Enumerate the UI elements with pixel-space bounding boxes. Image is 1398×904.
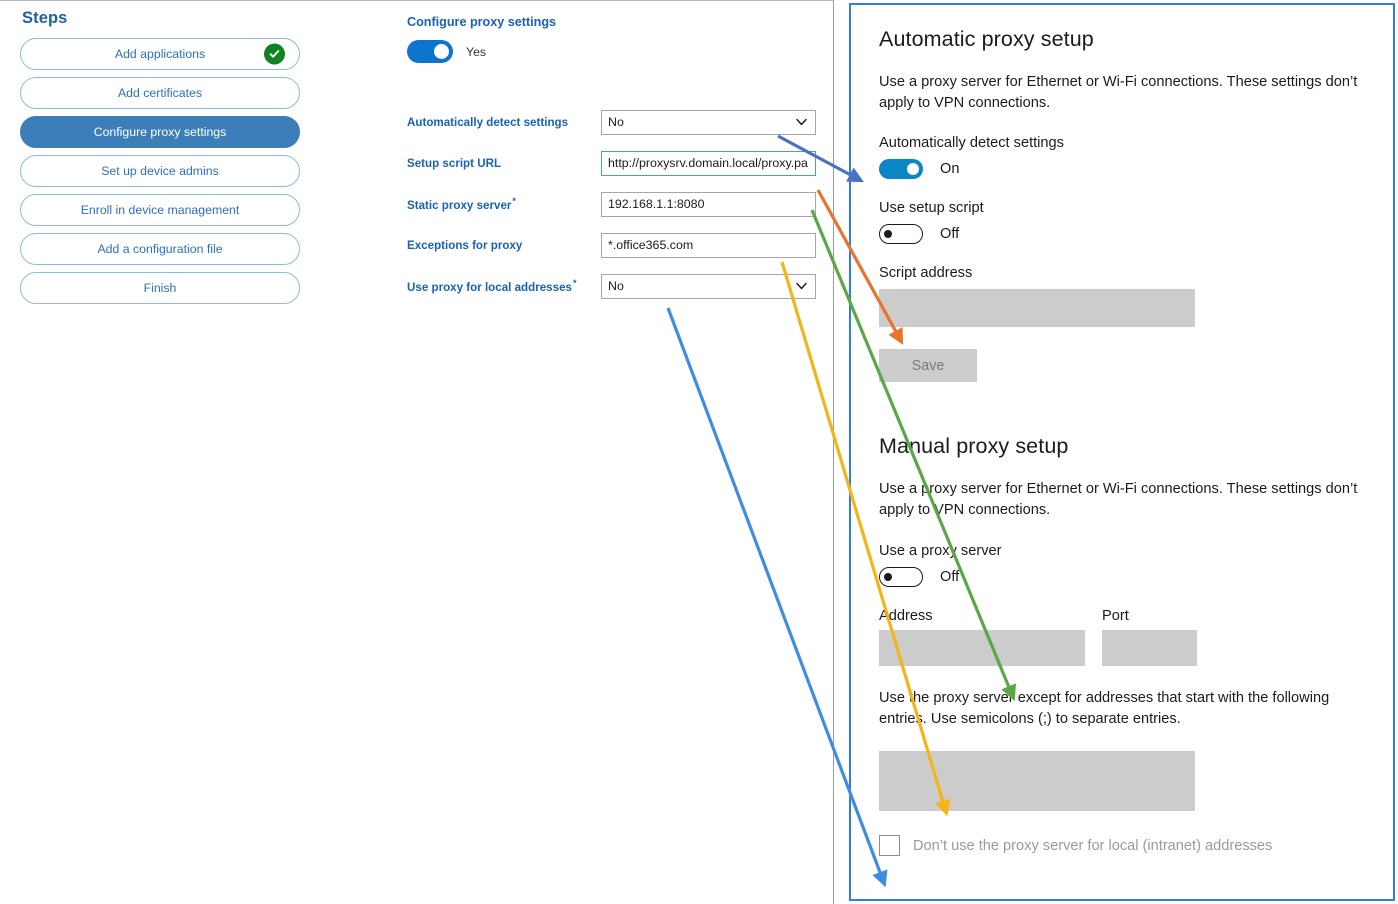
manual-proxy-setup-description: Use a proxy server for Ethernet or Wi-Fi… xyxy=(879,481,1358,519)
use-setup-script-toggle[interactable] xyxy=(879,224,923,245)
field-label-text: Exceptions for proxy xyxy=(407,238,523,252)
steps-panel: Steps Add applications Add certificates … xyxy=(20,9,302,311)
field-label: Use proxy for local addresses* xyxy=(407,278,601,294)
address-label: Address xyxy=(879,607,933,624)
step-label: Add applications xyxy=(114,47,206,61)
input-value: *.office365.com xyxy=(608,238,694,252)
steps-title: Steps xyxy=(22,9,68,27)
automatic-proxy-setup-description: Use a proxy server for Ethernet or Wi-Fi… xyxy=(879,74,1358,111)
select-value: No xyxy=(608,279,624,293)
automatically-detect-settings-toggle[interactable] xyxy=(879,159,923,180)
step-configure-proxy-settings[interactable]: Configure proxy settings xyxy=(20,116,300,148)
port-label: Port xyxy=(1102,607,1129,624)
use-a-proxy-server-toggle[interactable] xyxy=(879,566,923,587)
field-label: Static proxy server* xyxy=(407,196,601,212)
chevron-down-icon xyxy=(795,116,808,129)
address-port-row: Address Port xyxy=(879,608,1363,666)
step-label: Configure proxy settings xyxy=(93,125,227,139)
field-label-text: Setup script URL xyxy=(407,156,502,170)
manual-proxy-setup-heading: Manual proxy setup xyxy=(879,434,1069,459)
use-setup-script-state: Off xyxy=(940,226,960,243)
required-asterisk: * xyxy=(572,278,577,289)
field-label-text: Automatically detect settings xyxy=(407,115,569,129)
windows-proxy-settings-panel: Automatic proxy setup Use a proxy server… xyxy=(849,3,1395,901)
automatically-detect-settings-label: Automatically detect settings xyxy=(879,135,1064,152)
configure-proxy-toggle-row: Yes xyxy=(407,40,827,63)
step-add-certificates[interactable]: Add certificates xyxy=(20,77,300,109)
step-label: Add certificates xyxy=(117,86,203,100)
required-asterisk: * xyxy=(512,196,516,207)
script-address-label: Script address xyxy=(879,265,973,282)
script-address-input[interactable] xyxy=(879,289,1195,328)
use-a-proxy-server-toggle-row: Off xyxy=(879,566,1363,587)
automatic-proxy-setup-heading: Automatic proxy setup xyxy=(879,27,1094,51)
step-label: Finish xyxy=(143,281,177,295)
automatically-detect-settings-state: On xyxy=(940,161,960,178)
toggle-knob xyxy=(907,163,919,176)
step-add-a-configuration-file[interactable]: Add a configuration file xyxy=(20,233,300,265)
field-label-text: Static proxy server xyxy=(407,198,512,212)
static-proxy-server-input[interactable]: 192.168.1.1:8080 xyxy=(601,191,816,217)
check-circle-icon xyxy=(264,43,285,65)
field-automatically-detect-settings: Automatically detect settings No xyxy=(407,109,827,135)
field-use-proxy-for-local-addresses: Use proxy for local addresses* No xyxy=(407,273,827,299)
bypass-local-label: Don’t use the proxy server for local (in… xyxy=(913,837,1273,854)
port-group: Port xyxy=(1102,608,1197,666)
use-proxy-for-local-addresses-select[interactable]: No xyxy=(601,273,816,299)
step-add-applications[interactable]: Add applications xyxy=(20,38,300,70)
field-setup-script-url: Setup script URL http://proxysrv.domain.… xyxy=(407,150,827,176)
field-static-proxy-server: Static proxy server* 192.168.1.1:8080 xyxy=(407,191,827,217)
field-exceptions-for-proxy: Exceptions for proxy *.office365.com xyxy=(407,232,827,258)
field-label: Exceptions for proxy xyxy=(407,239,601,252)
step-set-up-device-admins[interactable]: Set up device admins xyxy=(20,155,300,187)
toggle-knob xyxy=(884,230,892,239)
field-label: Setup script URL xyxy=(407,157,601,170)
configure-proxy-toggle[interactable] xyxy=(407,40,453,63)
setup-script-url-input[interactable]: http://proxysrv.domain.local/proxy.pa xyxy=(601,150,816,176)
exceptions-for-proxy-input[interactable]: *.office365.com xyxy=(601,232,816,258)
automatically-detect-settings-toggle-row: On xyxy=(879,159,1363,180)
address-input[interactable] xyxy=(879,629,1085,666)
configure-proxy-toggle-value: Yes xyxy=(466,44,487,59)
field-label-text: Use proxy for local addresses xyxy=(407,280,572,294)
select-value: No xyxy=(608,115,624,129)
use-a-proxy-server-state: Off xyxy=(940,568,960,585)
input-value: 192.168.1.1:8080 xyxy=(608,197,705,211)
chevron-down-icon xyxy=(795,280,808,293)
toggle-knob xyxy=(434,44,449,59)
step-label: Enroll in device management xyxy=(80,203,240,217)
save-button[interactable]: Save xyxy=(879,349,977,383)
use-setup-script-label: Use setup script xyxy=(879,200,984,217)
use-a-proxy-server-label: Use a proxy server xyxy=(879,542,1002,559)
port-input[interactable] xyxy=(1102,629,1197,666)
proxy-field-list: Automatically detect settings No Setup s… xyxy=(407,109,827,299)
proxy-form: Configure proxy settings Yes Automatical… xyxy=(407,15,827,315)
form-heading: Configure proxy settings xyxy=(407,15,557,29)
bypass-local-row[interactable]: Don’t use the proxy server for local (in… xyxy=(879,835,1363,857)
wizard-pane: Steps Add applications Add certificates … xyxy=(0,0,834,904)
step-label: Set up device admins xyxy=(101,164,219,178)
input-value: http://proxysrv.domain.local/proxy.pa xyxy=(608,156,808,170)
step-enroll-in-device-management[interactable]: Enroll in device management xyxy=(20,194,300,226)
field-label: Automatically detect settings xyxy=(407,116,601,129)
exceptions-description: Use the proxy server except for addresse… xyxy=(879,689,1330,727)
step-label: Add a configuration file xyxy=(97,242,223,256)
toggle-knob xyxy=(884,572,892,581)
step-finish[interactable]: Finish xyxy=(20,272,300,304)
use-setup-script-toggle-row: Off xyxy=(879,224,1363,245)
exceptions-input[interactable] xyxy=(879,751,1195,812)
address-group: Address xyxy=(879,608,1085,666)
automatically-detect-settings-select[interactable]: No xyxy=(601,109,816,135)
bypass-local-checkbox[interactable] xyxy=(879,835,900,857)
